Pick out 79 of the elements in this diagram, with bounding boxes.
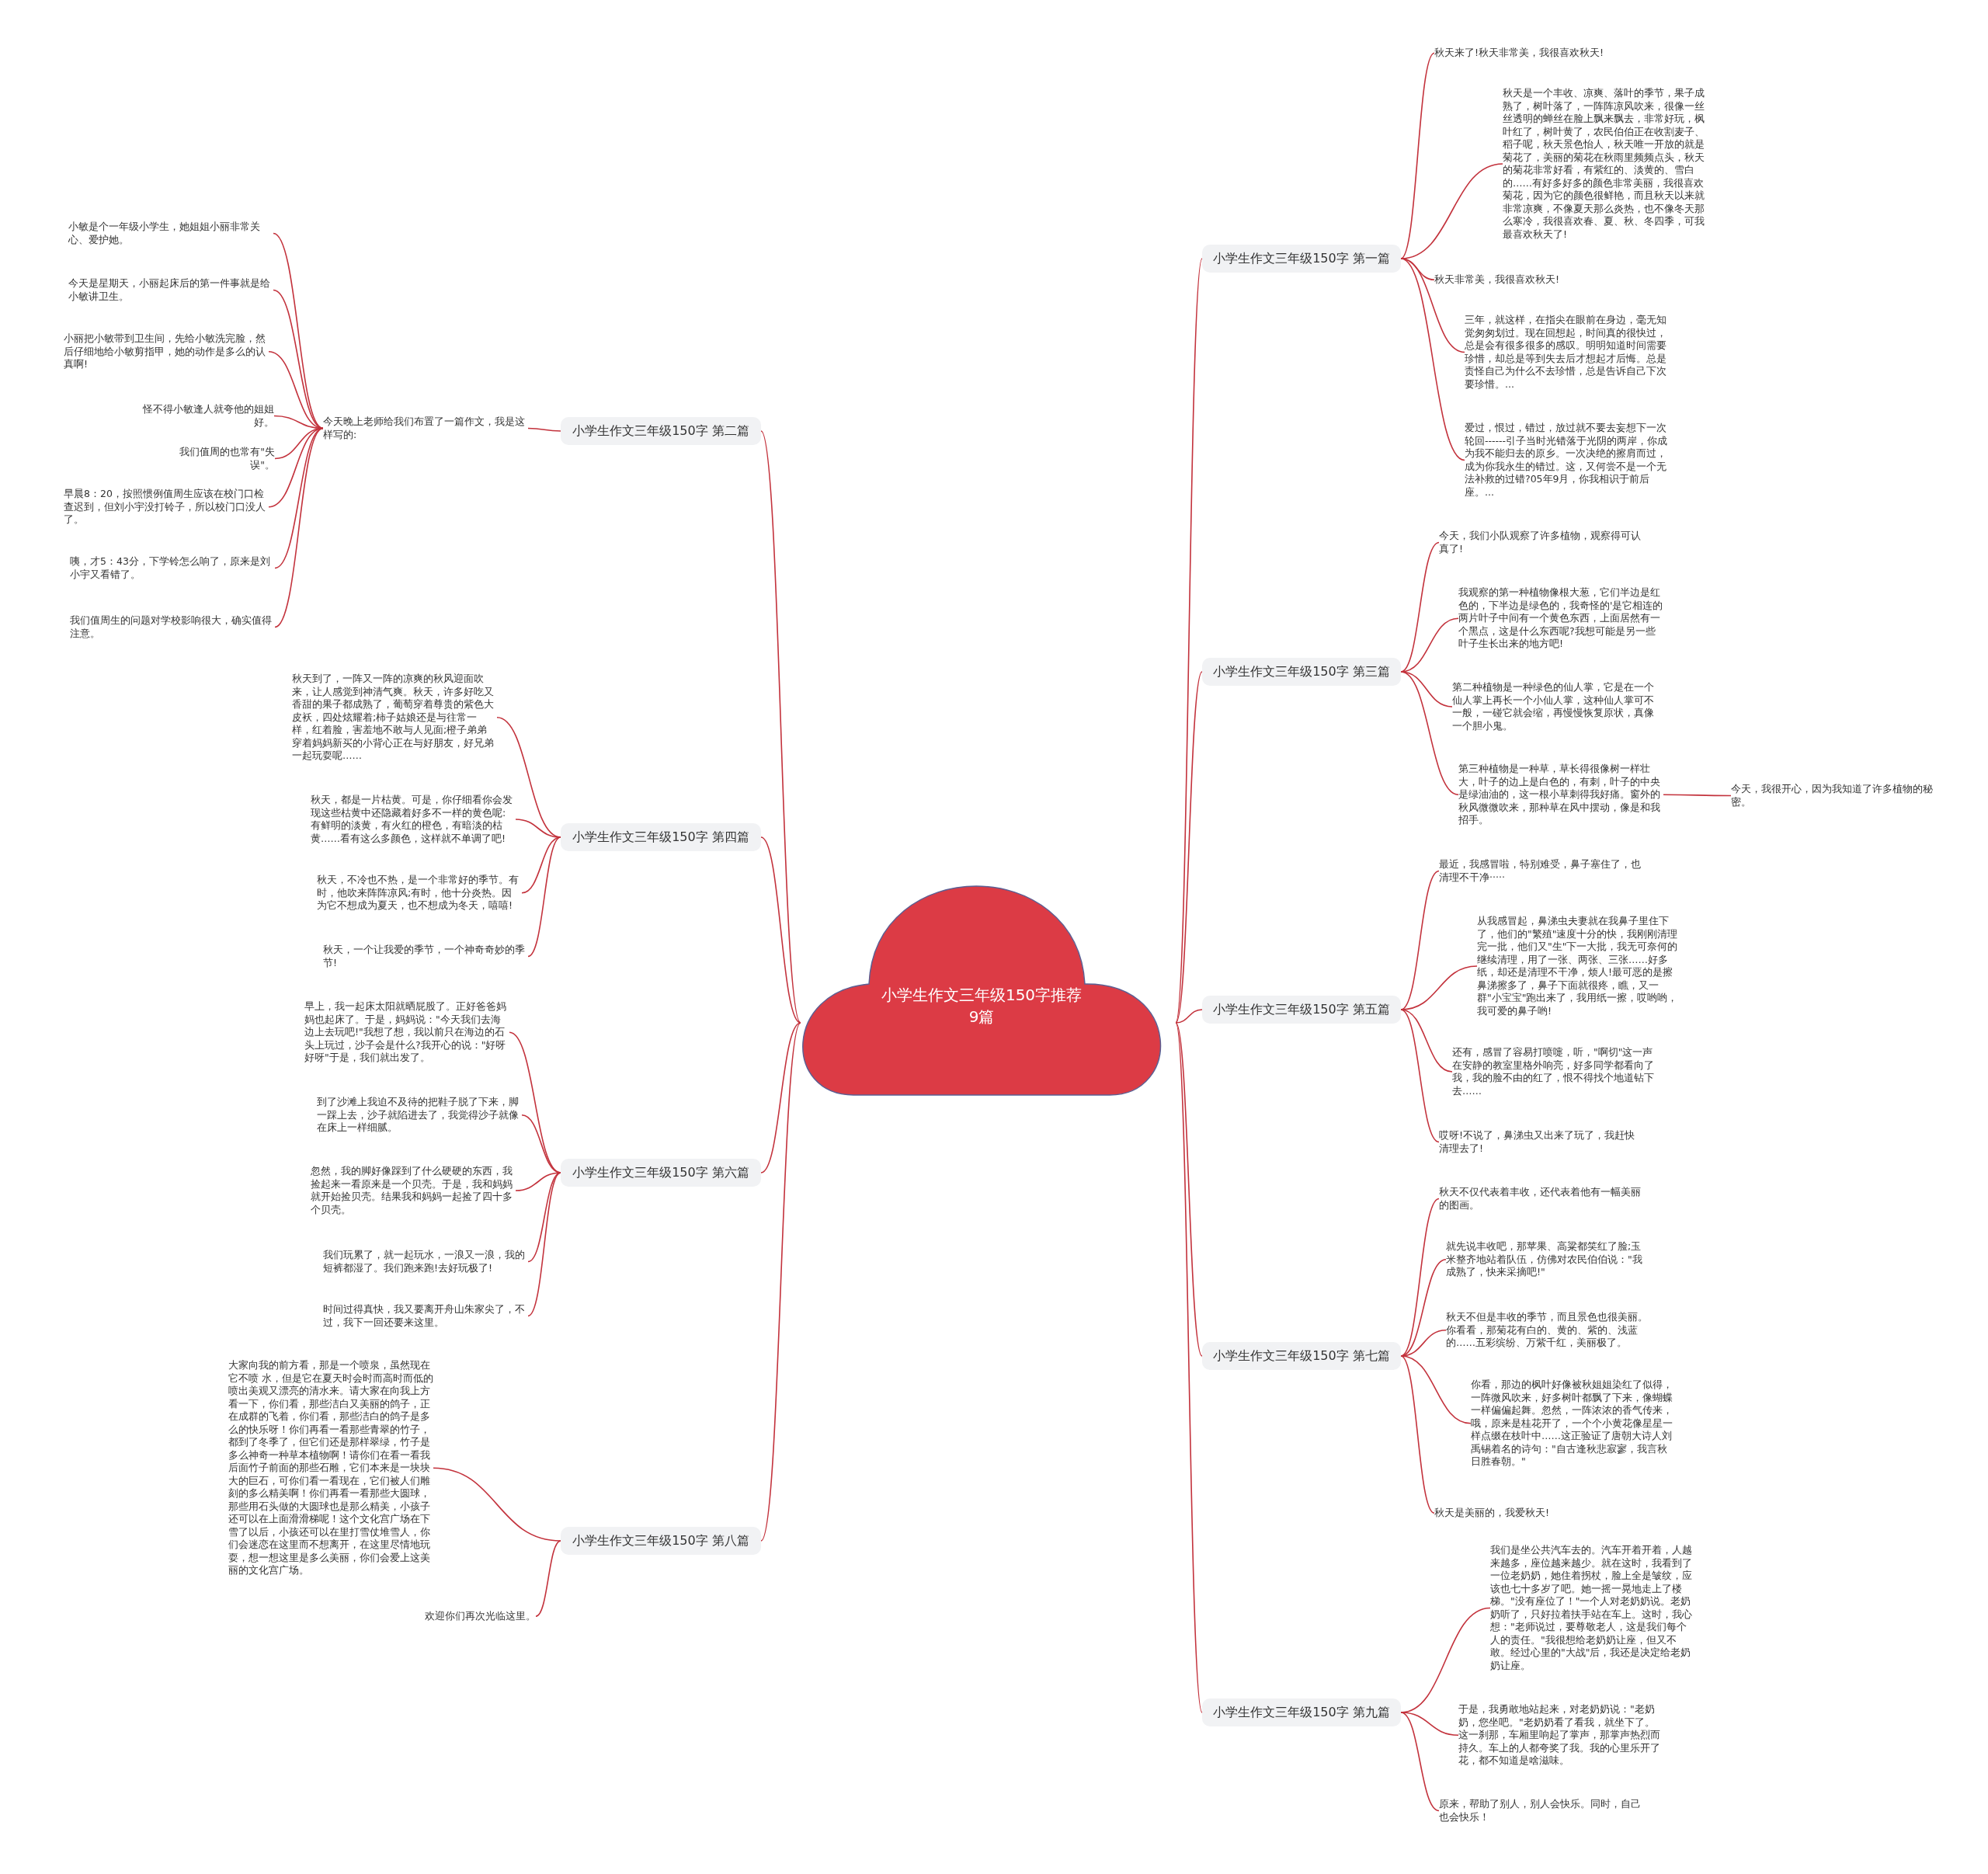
subtopic-text: 大家向我的前方看，那是一个喷泉，虽然现在它不喷 水，但是它在夏天时会时而高时而低的喷出美观又漂亮的清水来。请大家在向我上方看一下，你们看，那些洁白又美丽的鸽子，正在成群的飞着，你们看，那些洁白的鸽子是多么的快乐呀！你们再看一看那些青翠的竹子，都到了冬季了，但它们还是那样翠绿，竹子是多么神奇一种草本植物啊！请你们在看一看我后面竹子前面的那些石雕，它们本来是一块块大的巨石，可你们看一看现在，它们被人们雕刻的多么精美啊！你们再看一看那些大圆球，那些用石头做的大圆球也是那么精美，小孩子还可以在上面滑滑梯呢！这个文化宫广场在下雪了以后，小孩还可以在里打雪仗堆雪人，你们会迷恋在这里而不想离开，在这里尽情地玩耍，想一想这里是多么美丽，你们会爱上这美丽的文化宫广场。 bbox=[228, 1359, 433, 1577]
connector-line bbox=[527, 427, 561, 432]
topic-pill: 小学生作文三年级150字 第五篇 bbox=[1202, 996, 1401, 1024]
subtopic-text: 于是，我勇敢地站起来，对老奶奶说："老奶奶，您坐吧。"老奶奶看了看我，就坐下了。这一刹那，车厢里响起了掌声，那掌声热烈而持久。车上的人都夸奖了我。我的心里乐开了花，都不知道是啥滋味。 bbox=[1458, 1703, 1663, 1768]
subtopic-text: 就先说丰收吧，那苹果、高粱都笑红了脸;玉米整齐地站着队伍，仿佛对农民伯伯说："我成熟了，快来采摘吧!" bbox=[1446, 1240, 1651, 1279]
subtopic-text: 秋天不仅代表着丰收，还代表着他有一幅美丽的图画。 bbox=[1439, 1186, 1644, 1212]
connector-line bbox=[273, 289, 324, 429]
subtopic-text: 最近，我感冒啦，特别难受，鼻子塞住了，也清理不干净····· bbox=[1439, 858, 1644, 884]
subtopic-text: 秋天到了，一阵又一阵的凉爽的秋风迎面吹来，让人感觉到神清气爽。秋天，许多好吃又香甜的果子都成熟了，葡萄穿着尊贵的紫色大皮袄，四处炫耀着;柿子姑娘还是与往常一样，红着脸，害羞地不敢与人见面;橙子弟弟穿着妈妈新买的小背心正在与好朋友，好兄弟一起玩耍呢…… bbox=[292, 673, 497, 763]
connector-line bbox=[1175, 1022, 1203, 1357]
connector-line bbox=[1175, 671, 1203, 1024]
topic-pill: 小学生作文三年级150字 第三篇 bbox=[1202, 658, 1401, 686]
topic-pill: 小学生作文三年级150字 第四篇 bbox=[561, 823, 761, 851]
connector-line bbox=[1400, 1355, 1435, 1514]
subtopic-text: 我们值周生的问题对学校影响很大，确实值得注意。 bbox=[70, 614, 275, 640]
subtopic-text: 咦，才5：43分，下学铃怎么响了，原来是刘小宇又看错了。 bbox=[70, 555, 275, 581]
subtopic-text: 秋天，都是一片枯黄。可是，你仔细看你会发现这些枯黄中还隐藏着好多不一样的黄色呢:有鲜明的淡黄，有火红的橙色，有暗淡的枯黄……看有这么多颜色，这样就不单调了吧! bbox=[311, 794, 516, 845]
connector-line bbox=[1400, 870, 1440, 1010]
connector-line bbox=[268, 350, 324, 429]
topic-pill: 小学生作文三年级150字 第九篇 bbox=[1202, 1698, 1401, 1726]
subtopic-text: 还有，感冒了容易打喷嚏，听，"啊切"这一声在安静的教室里格外响亮，好多同学都看向了我，我的脸不由的红了，恨不得找个地道钻下去…… bbox=[1452, 1046, 1657, 1097]
subtopic-text: 早上，我一起床太阳就晒屁股了。正好爸爸妈妈也起床了。于是，妈妈说："今天我们去海边上去玩吧!"我想了想，我以前只在海边的石头上玩过，沙子会是什么?我开心的说："好呀好呀"于是，我们就出发了。 bbox=[304, 1000, 509, 1065]
subtopic-text: 第二种植物是一种绿色的仙人掌，它是在一个仙人掌上再长一个小仙人掌，这种仙人掌可不一般，一碰它就会缩，再慢慢恢复原状，真像一个胆小鬼。 bbox=[1452, 681, 1657, 732]
subtopic-text: 原来，帮助了别人，别人会快乐。同时，自己也会快乐！ bbox=[1439, 1798, 1644, 1824]
subtopic-text: 欢迎你们再次光临这里。 bbox=[412, 1610, 536, 1623]
subtopic-text: 早晨8：20，按照惯例值周生应该在校门口检查迟到，但刘小宇没打铃子，所以校门口没人了。 bbox=[64, 488, 269, 527]
subtopic-text: 今天晚上老师给我们布置了一篇作文，我是这样写的: bbox=[323, 415, 528, 441]
subtopic-text: 秋天，不冷也不热，是一个非常好的季节。有时，他吹来阵阵凉风;有时，他十分炎热。因为它不想成为夏天，也不想成为冬天，嘻嘻! bbox=[317, 874, 522, 913]
subtopic-text: 秋天不但是丰收的季节，而且景色也很美丽。你看看，那菊花有白的、黄的、紫的、浅蓝的……五彩缤纷、万紫千红，美丽极了。 bbox=[1446, 1311, 1651, 1350]
connector-line bbox=[274, 427, 324, 628]
subtopic-text: 忽然，我的脚好像踩到了什么硬硬的东西，我捡起来一看原来是一个贝壳。于是，我和妈妈就开始捡贝壳。结果我和妈妈一起捡了四十多个贝壳。 bbox=[311, 1165, 516, 1216]
connector-line bbox=[1175, 1009, 1203, 1024]
connector-line bbox=[1400, 1712, 1440, 1812]
central-topic-title: 小学生作文三年级150字推荐9篇 bbox=[880, 985, 1083, 1027]
connector-line bbox=[1400, 1198, 1440, 1357]
connector-line bbox=[1400, 1009, 1440, 1143]
topic-pill: 小学生作文三年级150字 第二篇 bbox=[561, 417, 761, 445]
subtopic-text: 我观察的第一种植物像根大葱，它们半边是红色的，下半边是绿色的，我奇怪的'是它相连的两片叶子中间有一个黄色东西，上面居然有一个黑点，这是什么东西呢?我想可能是另一些叶子生长出来的地方吧! bbox=[1458, 586, 1663, 651]
subtopic-text: 时间过得真快，我又要离开舟山朱家尖了，不过，我下一回还要来这里。 bbox=[323, 1303, 528, 1329]
connector-line bbox=[1400, 671, 1459, 796]
subtopic-text: 第三种植物是一种草，草长得很像树一样壮大，叶子的边上是白色的，有刺，叶子的中央是绿油油的，这一根小草刺得我好痛。窗外的秋风微微吹来，那种草在风中摆动，像是和我招手。 bbox=[1458, 763, 1663, 827]
connector-line bbox=[535, 1540, 561, 1618]
connector-line bbox=[527, 836, 561, 958]
connector-line bbox=[1400, 52, 1435, 259]
connector-line bbox=[760, 836, 801, 1024]
subtopic-text: 秋天，一个让我爱的季节，一个神奇奇妙的季节! bbox=[323, 944, 528, 969]
connector-line bbox=[527, 1172, 561, 1317]
subtopic-text: 小敏是个一年级小学生，她姐姐小丽非常关心、爱护她。 bbox=[68, 221, 273, 246]
subtopic-text: 秋天非常美，我很喜欢秋天! bbox=[1434, 273, 1636, 287]
connector-line bbox=[433, 1467, 561, 1542]
subtopic-text: 三年，就这样，在指尖在眼前在身边，毫无知觉匆匆划过。现在回想起，时间真的很快过，总是会有很多很多的感叹。明明知道时间需要珍惜，却总是等到失去后才想起才后悔。总是责怪自己为什么不去珍惜，总是告诉自己下次要珍惜。... bbox=[1465, 314, 1670, 391]
topic-pill: 小学生作文三年级150字 第七篇 bbox=[1202, 1342, 1401, 1370]
connector-line bbox=[1663, 794, 1732, 797]
subtopic-text: 怪不得小敏逢人就夸他的姐姐好。 bbox=[127, 403, 274, 429]
topic-pill: 小学生作文三年级150字 第八篇 bbox=[561, 1527, 761, 1555]
subtopic-text: 你看，那边的枫叶好像被秋姐姐染红了似得，一阵微风吹来，好多树叶都飘了下来，像蝴蝶一样偏偏起舞。忽然，一阵浓浓的香气传来，哦，原来是桂花开了，一个个小黄花像星星一样点缀在枝叶中……这正验证了唐朝大诗人刘禹锡着名的诗句："自古逢秋悲寂寥，我言秋日胜春朝。" bbox=[1471, 1379, 1676, 1469]
subtopic-text: 今天是星期天，小丽起床后的第一件事就是给小敏讲卫生。 bbox=[68, 277, 273, 303]
subtopic-text: 哎呀!不说了，鼻涕虫又出来了玩了，我赶快清理去了! bbox=[1439, 1129, 1644, 1155]
subtopic-text: 秋天是美丽的，我爱秋天! bbox=[1434, 1507, 1639, 1520]
topic-pill: 小学生作文三年级150字 第一篇 bbox=[1202, 245, 1401, 273]
subtopic-text: 到了沙滩上我迫不及待的把鞋子脱了下来，脚一踩上去，沙子就陷进去了，我觉得沙子就像在床上一样细腻。 bbox=[317, 1096, 522, 1135]
subtopic-text: 我们值周的也常有"失误"。 bbox=[155, 446, 275, 471]
connector-line bbox=[1175, 1022, 1203, 1713]
subtopic-text: 从我感冒起，鼻涕虫夫妻就在我鼻子里住下了，他们的"繁殖"速度十分的快，我刚刚清理完一批，他们又"生"下一大批，我无可奈何的继续清理，用了一张、两张、三张……好多纸，却还是清理不干净，烦人!最可恶的是擦鼻涕擦多了，鼻子下面就很疼，瞧，又一群"小宝宝"跑出来了，我用纸一擦，哎哟哟，我可爱的鼻子哟! bbox=[1477, 915, 1682, 1017]
subtopic-text: 小丽把小敏带到卫生间，先给小敏洗完脸，然后仔细地给小敏剪指甲，她的动作是多么的认真啊! bbox=[64, 332, 269, 371]
connector-line bbox=[1400, 1355, 1472, 1424]
subtopic-text: 秋天来了!秋天非常美，我很喜欢秋天! bbox=[1434, 47, 1667, 60]
connector-line bbox=[760, 430, 801, 1024]
subtopic-text: 今天，我很开心，因为我知道了许多植物的秘密。 bbox=[1731, 783, 1936, 808]
topic-pill: 小学生作文三年级150字 第六篇 bbox=[561, 1159, 761, 1187]
connector-line bbox=[760, 1022, 801, 1173]
connector-line bbox=[1400, 258, 1465, 461]
subtopic-text: 我们玩累了，就一起玩水，一浪又一浪，我的短裤都湿了。我们跑来跑!去好玩极了! bbox=[323, 1249, 528, 1274]
subtopic-text: 秋天是一个丰收、凉爽、落叶的季节，果子成熟了，树叶落了，一阵阵凉风吹来，很像一丝丝透明的蝉丝在脸上飘来飘去，非常好玩，枫叶红了，树叶黄了，农民伯伯正在收割麦子、稻子呢，秋天景色怡人，秋天唯一开放的就是菊花了，美丽的菊花在秋雨里频频点头，秋天的菊花非常好看，有紫红的、淡黄的、雪白的……有好多好多的颜色非常美丽，我很喜欢菊花，因为它的颜色很鲜艳，而且秋天以来就非常凉爽，不像夏天那么炎热，也不像冬天那么寒冷，我很喜欢春、夏、秋、冬四季，可我最喜欢秋天了! bbox=[1503, 87, 1708, 241]
subtopic-text: 我们是坐公共汽车去的。汽车开着开着，人越来越多，座位越来越少。就在这时，我看到了一位老奶奶，她住着拐杖，脸上全是皱纹，应该也七十多岁了吧。她一摇一晃地走上了楼梯。"没有座位了！"一个人对老奶奶说。老奶奶听了，只好拉着扶手站在车上。这时，我心想："老师说过，要尊敬老人，这是我们每个人的责任。"我很想给老奶奶让座，但又不敢。经过心里的"大战"后，我还是决定给老奶奶让座。 bbox=[1490, 1544, 1695, 1672]
connector-line bbox=[1400, 541, 1440, 673]
subtopic-text: 今天，我们小队观察了许多植物，观察得可认真了! bbox=[1439, 530, 1644, 555]
subtopic-text: 爱过，恨过，错过，放过就不要去妄想下一次轮回------引子当时光错落于光阴的两岸，你成为我不能归去的原乡。一次决绝的擦肩而过，成为你我永生的错过。这，又何尝不是一个无法补救的过错?05年9月，你我相识于前后座。... bbox=[1465, 422, 1670, 499]
connector-line bbox=[760, 1022, 801, 1542]
